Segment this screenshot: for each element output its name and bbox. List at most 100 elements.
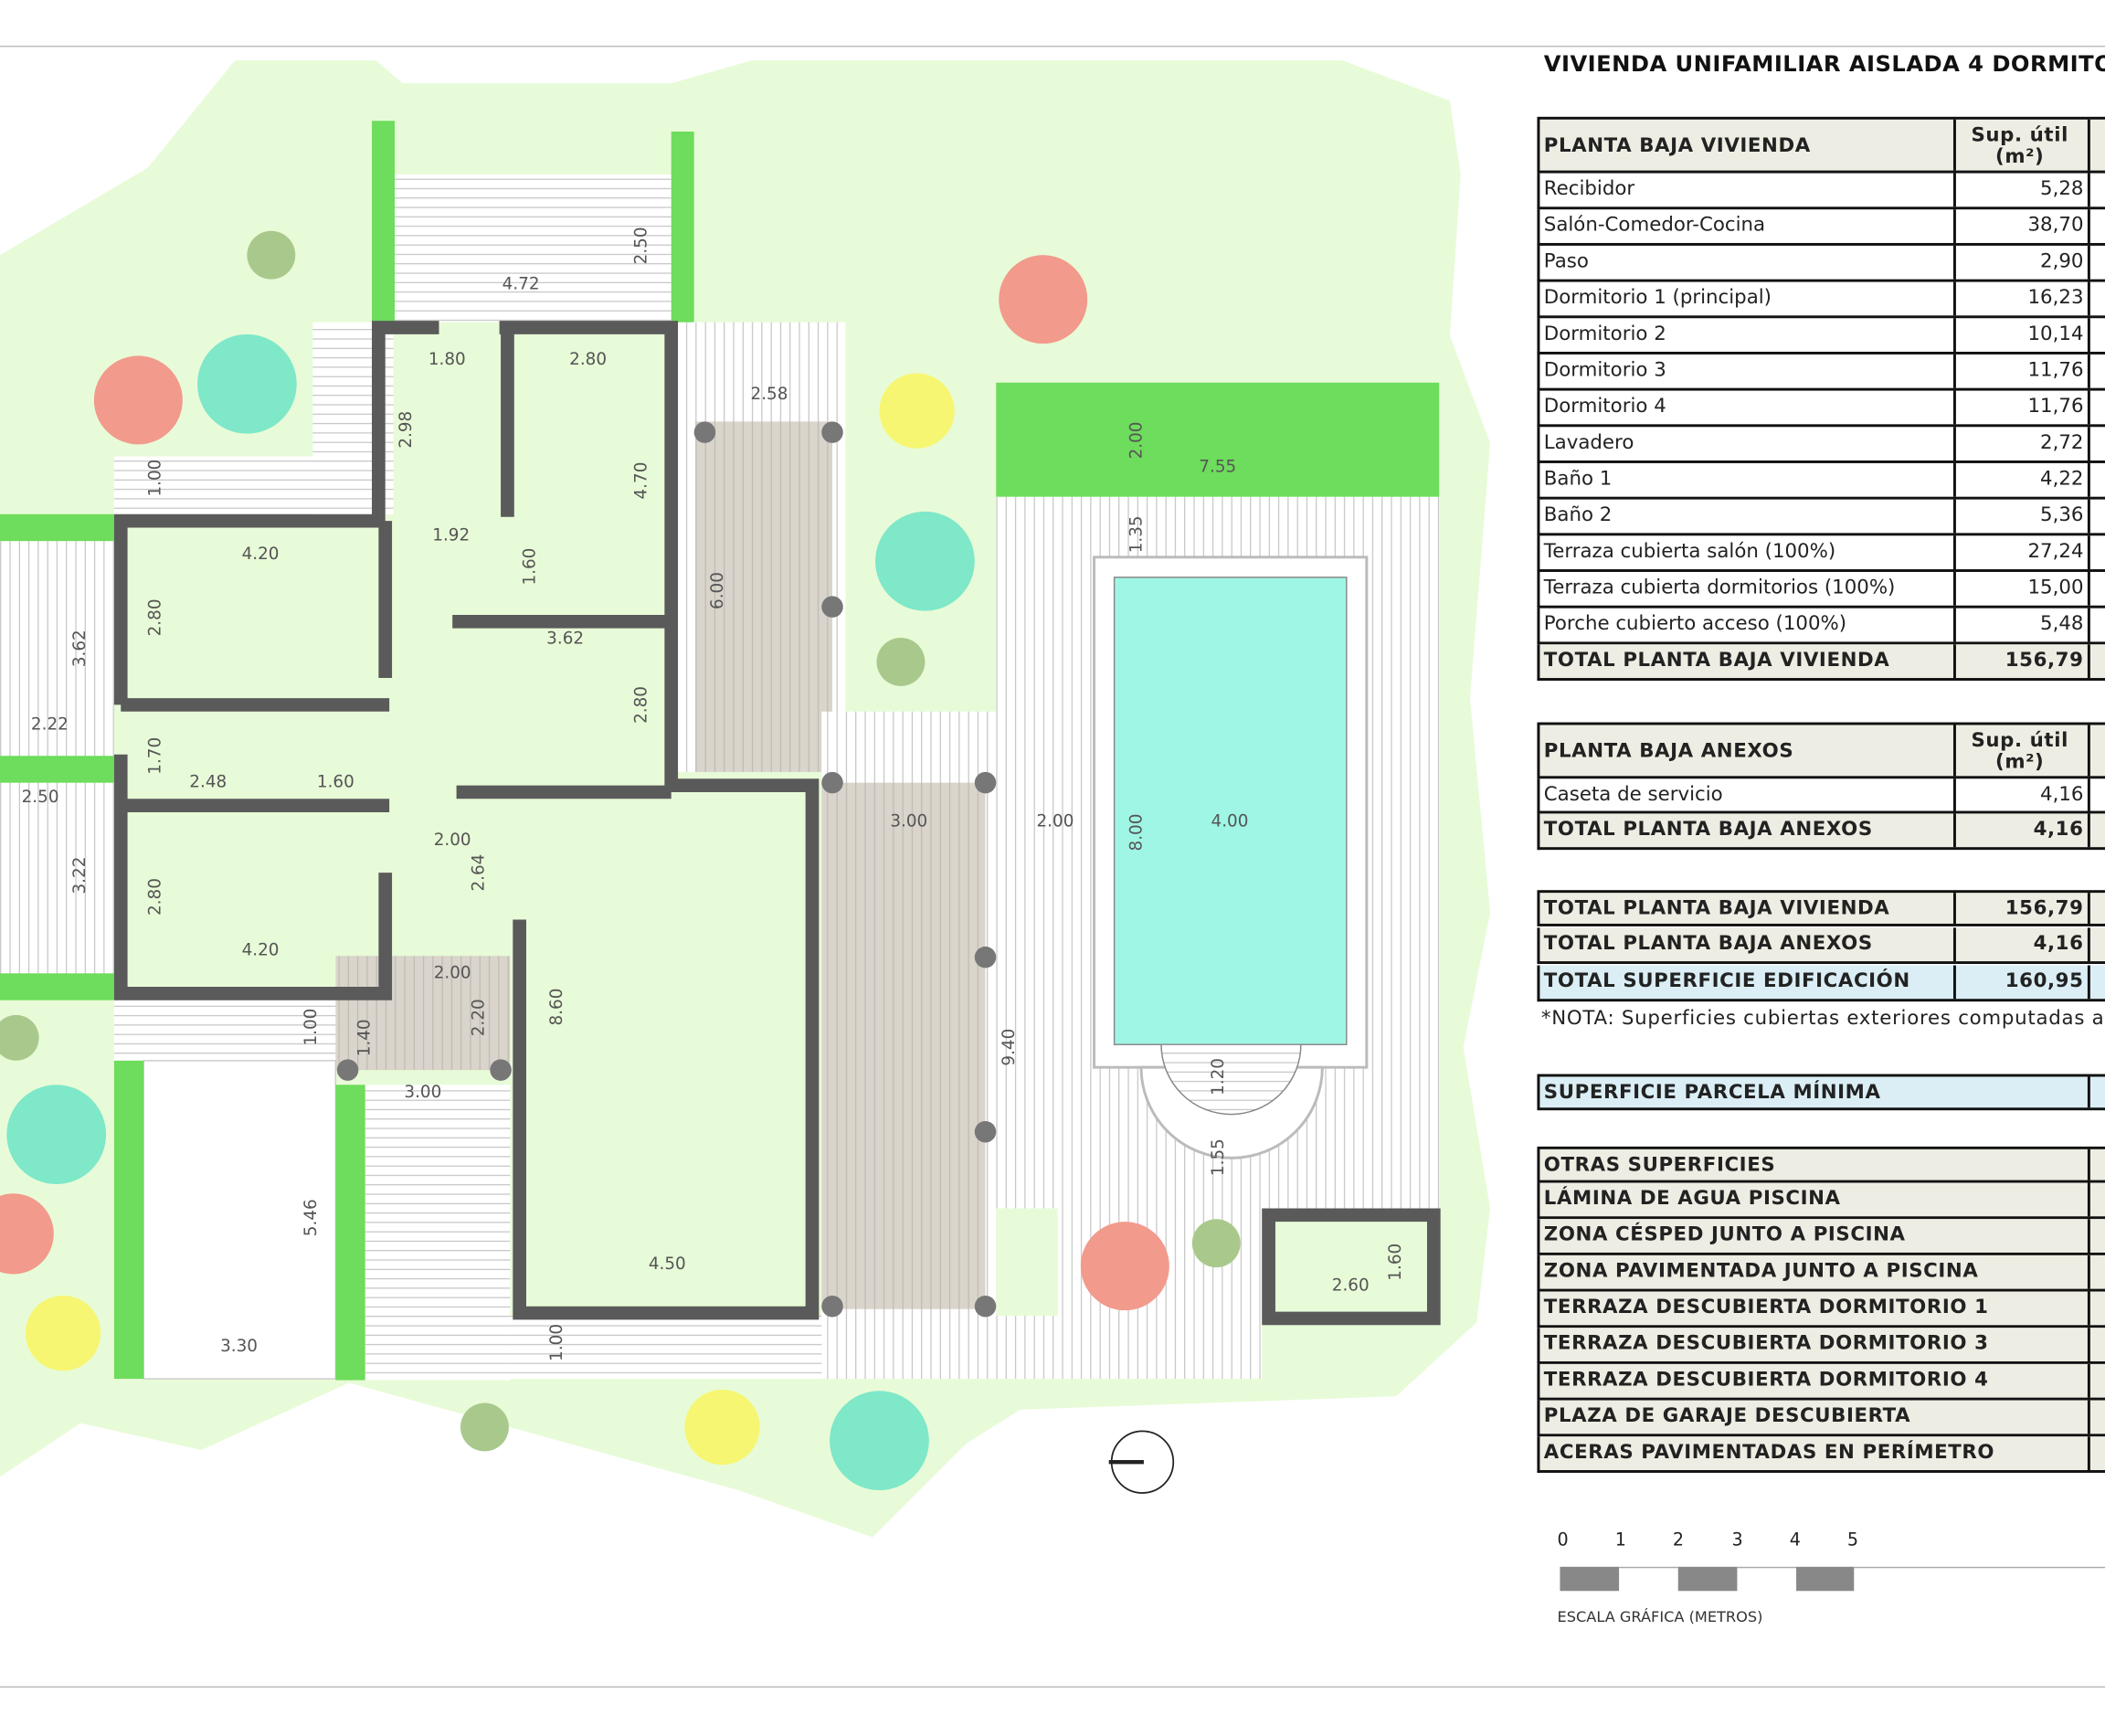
dimension-label: 4.70 [631, 462, 651, 500]
tree-icon [197, 333, 297, 434]
dimension-label: 2.20 [470, 999, 489, 1036]
row-label: TERRAZA DESCUBIERTA DORMITORIO 4 [1539, 1363, 2090, 1398]
scale-segment [1619, 1566, 1678, 1591]
row-value: 11,76 [1956, 354, 2090, 388]
garage-parking [143, 1060, 337, 1380]
row-value: Sup. útil(m²) [1956, 725, 2090, 777]
pool [1093, 556, 1369, 1159]
dimension-label: 1.35 [1127, 515, 1147, 553]
sheet-border-top [0, 45, 2105, 48]
dimension-label: 1.92 [432, 525, 470, 545]
dimension-label: 2.00 [434, 831, 471, 850]
scale-line [1854, 1566, 2105, 1591]
north-arrow-icon [1108, 1430, 1175, 1494]
scale-caption: ESCALA GRÁFICA (METROS) [1557, 1608, 1763, 1626]
scale-tick: 4 [1789, 1530, 1801, 1551]
tree-icon [93, 355, 183, 445]
scale-tick: 2 [1672, 1530, 1685, 1551]
row-value: 2,90 [1956, 245, 2090, 280]
dimension-label: 2.80 [145, 878, 164, 916]
row-value: 5,36 [1956, 499, 2090, 534]
dimension-label: 9.40 [1000, 1029, 1019, 1066]
dimension-label: 2.80 [145, 598, 164, 636]
row-label: ACERAS PAVIMENTADAS EN PERÍMETRO [1539, 1436, 2090, 1470]
dimension-label: 1.70 [145, 737, 164, 775]
row-label: Baño 2 [1539, 499, 1956, 534]
dimension-label: 3.22 [70, 857, 90, 894]
row-label: TOTAL PLANTA BAJA ANEXOS [1539, 927, 1956, 962]
scale-segment [1560, 1566, 1620, 1592]
covered-terrace-bedrooms [695, 421, 833, 772]
tree-icon [1080, 1222, 1169, 1311]
tree-icon [0, 1014, 39, 1061]
dimension-label: 2.00 [434, 963, 471, 982]
row-label: PLANTA BAJA VIVIENDA [1539, 119, 1956, 171]
dimension-label: 1.00 [301, 1009, 321, 1046]
dimension-label: 3.30 [220, 1337, 258, 1356]
table-row: Terraza cubierta dormitorios (100%)15,00 [1537, 571, 2105, 609]
dimension-label: 2.98 [397, 411, 416, 449]
dimension-label: 3.62 [70, 630, 90, 667]
dimension-label: 1.40 [355, 1019, 375, 1056]
table-row: Terraza cubierta salón (100%)27,24 [1537, 535, 2105, 572]
dimension-label: 2.64 [470, 854, 489, 892]
row-value: 11,76 [1956, 390, 2090, 425]
dimension-label: 2.60 [1332, 1276, 1370, 1296]
row-value: 27,24 [1956, 535, 2090, 570]
row-label: TERRAZA DESCUBIERTA DORMITORIO 3 [1539, 1328, 2090, 1361]
dimension-label: 4.20 [242, 545, 280, 564]
grass-strips [0, 121, 1440, 1381]
dimension-label: 1.80 [428, 350, 466, 369]
tree-icon [6, 1085, 107, 1185]
row-value: 4,22 [1956, 462, 2090, 497]
row-label: Terraza cubierta salón (100%) [1539, 535, 1956, 570]
row-label: Dormitorio 1 (principal) [1539, 281, 1956, 316]
row-value: 5,28 [1956, 173, 2090, 207]
row-value: 156,79 [1956, 893, 2090, 924]
dimension-label: 8.60 [547, 989, 566, 1026]
row-label: SUPERFICIE PARCELA MÍNIMA [1539, 1076, 2090, 1108]
scale-tick: 1 [1614, 1530, 1626, 1551]
row-value: 4,16 [1956, 927, 2090, 962]
other-surface-row: ZONA PAVIMENTADA JUNTO A PISCINA [1537, 1254, 2105, 1292]
sheet-title: VIVIENDA UNIFAMILIAR AISLADA 4 DORMITO [1543, 50, 2105, 77]
dimension-label: 4.50 [649, 1254, 686, 1274]
dimension-label: 2.00 [1037, 811, 1074, 831]
row-value: 38,70 [1956, 209, 2090, 243]
row-value: 156,79 [1956, 644, 2090, 679]
row-label: Dormitorio 2 [1539, 318, 1956, 352]
scale-segment [1677, 1566, 1738, 1592]
other-surface-row: OTRAS SUPERFICIES [1537, 1146, 2105, 1183]
dimension-label: 1.20 [1209, 1058, 1228, 1096]
row-value: 4,16 [1956, 813, 2090, 848]
row-label: Recibidor [1539, 173, 1956, 207]
covered-terrace-salon [821, 782, 986, 1309]
row-value: 2,72 [1956, 427, 2090, 461]
dimension-label: 1.00 [145, 460, 164, 497]
row-value: Sup. útil(m²) [1956, 119, 2090, 171]
dimension-label: 5.46 [301, 1199, 321, 1236]
dimension-label: 3.00 [404, 1083, 441, 1102]
row-label: ZONA CÉSPED JUNTO A PISCINA [1539, 1219, 2090, 1253]
columns [336, 421, 997, 1318]
row-label: Dormitorio 3 [1539, 354, 1956, 388]
dimension-label: 2.80 [569, 350, 607, 369]
row-label: Dormitorio 4 [1539, 390, 1956, 425]
scale-segment [1737, 1566, 1797, 1591]
row-label: TOTAL PLANTA BAJA VIVIENDA [1539, 893, 1956, 924]
tree-icon [0, 1193, 54, 1275]
other-surface-row: TERRAZA DESCUBIERTA DORMITORIO 1 [1537, 1291, 2105, 1328]
tree-icon [875, 511, 975, 611]
row-label: OTRAS SUPERFICIES [1539, 1149, 2090, 1180]
